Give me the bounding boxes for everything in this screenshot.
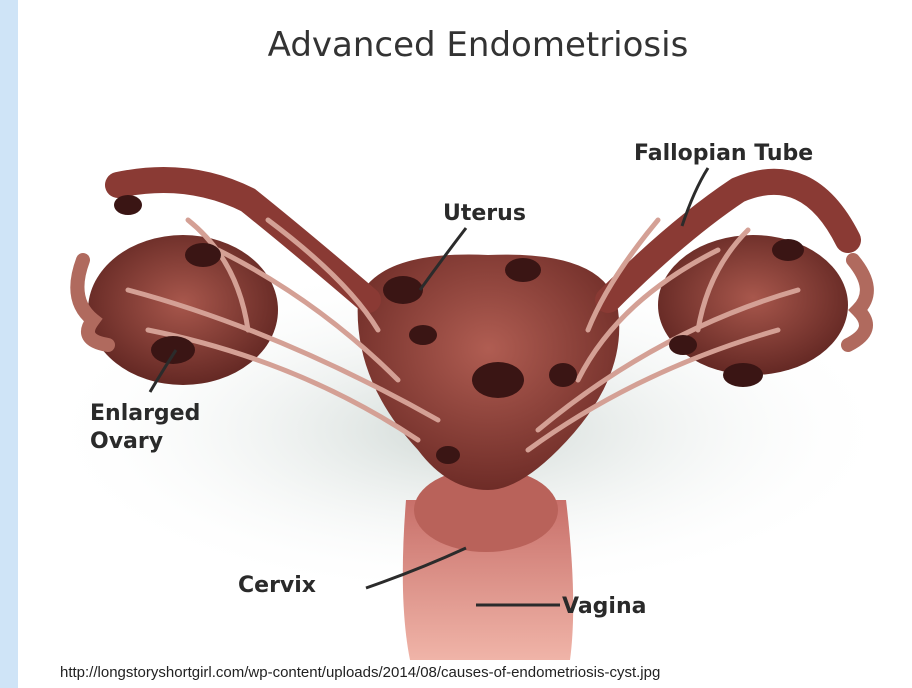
left-ovary-shape (88, 235, 278, 385)
diagram-frame: Advanced Endometriosis Fallopian Tube Ut… (18, 0, 912, 688)
vagina-label: Vagina (562, 594, 646, 619)
right-fimbriae (848, 260, 867, 345)
ovary-label-line2: Ovary (90, 429, 163, 454)
source-url: http://longstoryshortgirl.com/wp-content… (60, 664, 910, 681)
fallopian-tube-label: Fallopian Tube (634, 141, 813, 166)
uterus-label: Uterus (443, 201, 526, 226)
cervix-label: Cervix (238, 573, 316, 598)
diagram-title: Advanced Endometriosis (268, 25, 689, 65)
ovary-label-line1: Enlarged (90, 401, 200, 426)
endometriosis-illustration: Advanced Endometriosis Fallopian Tube Ut… (18, 0, 912, 688)
